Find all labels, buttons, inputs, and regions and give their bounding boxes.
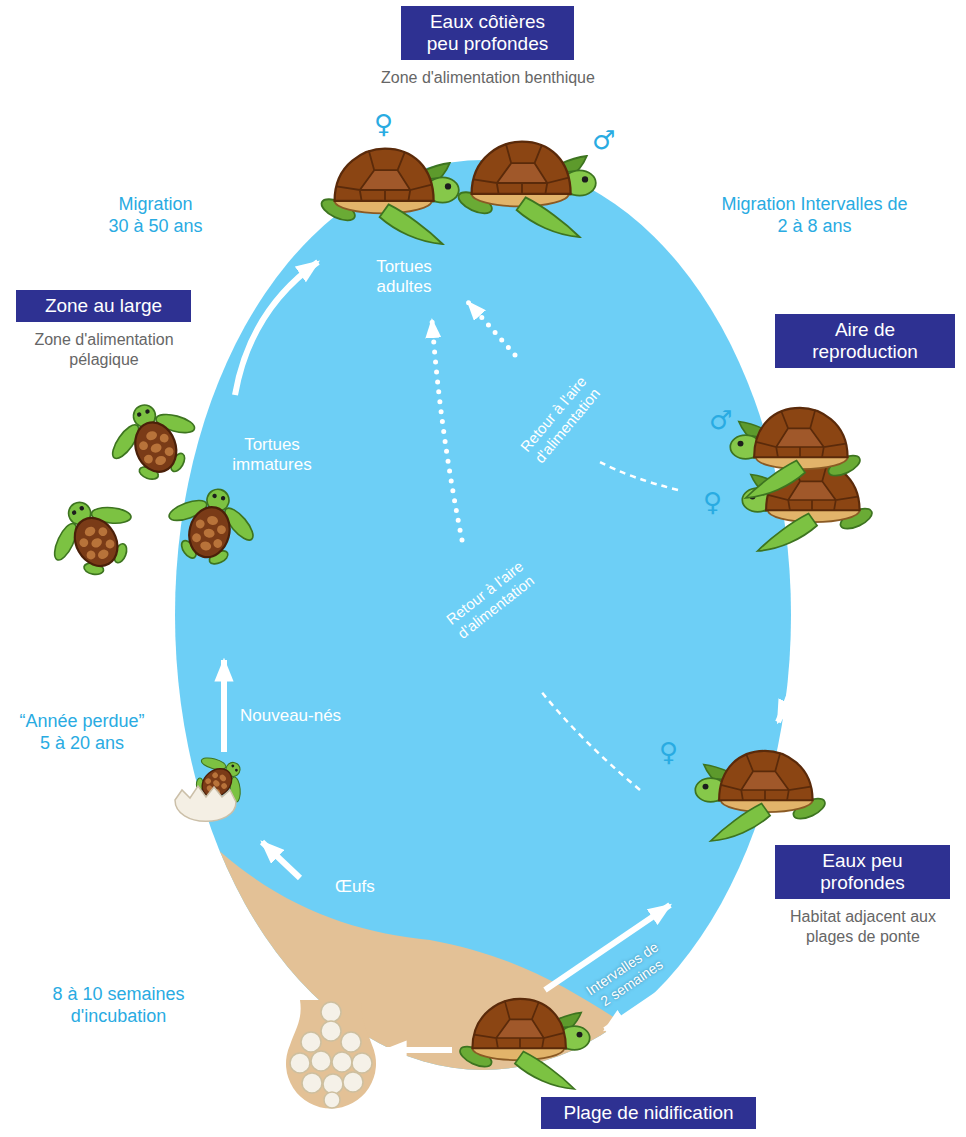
egg-cluster [290, 1053, 310, 1073]
habitat-box: Plage de nidification [541, 1097, 756, 1129]
sex-symbol: ♂ [709, 405, 732, 436]
egg-cluster [321, 1002, 341, 1022]
laying-turtle [457, 999, 590, 1089]
return-dashed-line [600, 462, 678, 490]
cycle-arrow [600, 190, 742, 318]
habitat-title: Eaux peu profondes [819, 850, 906, 894]
cycle-arrow [221, 660, 227, 752]
stage-name: Tortues immatures [231, 435, 313, 476]
sex-symbol: ♂ [592, 125, 615, 156]
mating-turtle [730, 408, 863, 498]
sex-symbol: ♀ [374, 109, 393, 140]
broken-egg-shell [175, 786, 236, 821]
cycle-arrow [778, 565, 815, 722]
egg-cluster [301, 1032, 321, 1052]
habitat-box: Eaux peu profondesHabitat adjacent aux p… [775, 845, 950, 899]
habitat-box: Aire de reproduction [775, 314, 955, 368]
immature-turtle [33, 480, 153, 593]
habitat-title: Plage de nidification [553, 1102, 744, 1124]
return-dashed-line [432, 302, 678, 790]
adult-turtle [318, 149, 458, 244]
egg-cluster [302, 1073, 322, 1093]
cycle-arrow [262, 842, 300, 878]
immature-turtle [97, 390, 212, 494]
habitat-title: Eaux côtières peu profondes [426, 11, 550, 55]
egg-cluster [324, 1092, 340, 1108]
stage-duration: “Année perdue” 5 à 20 ans [18, 711, 146, 754]
nesting-female-turtle [695, 751, 828, 841]
egg-cluster [321, 1021, 341, 1041]
stage-name: Tortues adultes [375, 257, 433, 298]
egg-pit [286, 1000, 376, 1109]
habitat-subtitle: Zone d'alimentation benthique [381, 68, 595, 88]
sex-symbol: ♀ [659, 737, 678, 768]
habitat-box: Eaux côtières peu profondesZone d'alimen… [401, 6, 574, 60]
cycle-arrow [385, 1047, 452, 1053]
return-dashed-line [540, 690, 640, 790]
beach-sand [140, 760, 900, 1110]
cycle-arrow [235, 262, 318, 395]
habitat-subtitle: Habitat adjacent aux plages de ponte [789, 907, 937, 947]
stage-duration: 8 à 10 semaines d'incubation [51, 984, 186, 1027]
mating-turtle [742, 461, 875, 551]
return-dashed-line [432, 320, 462, 540]
habitat-title: Aire de reproduction [798, 319, 933, 363]
cycle-arrow [224, 190, 815, 1050]
adult-turtle [455, 142, 595, 237]
egg-cluster [343, 1072, 363, 1092]
egg-cluster [311, 1051, 331, 1071]
stage-duration: Migration 30 à 50 ans [107, 194, 204, 237]
habitat-subtitle: Zone d'alimentation pélagique [33, 330, 175, 370]
egg-cluster [352, 1053, 372, 1073]
egg-cluster [341, 1032, 361, 1052]
habitat-title: Zone au large [28, 295, 179, 317]
egg-cluster [323, 1074, 343, 1094]
sex-symbol: ♀ [703, 487, 722, 518]
habitat-box: Zone au largeZone d'alimentation pélagiq… [16, 290, 191, 322]
immature-turtle [156, 477, 267, 575]
egg-cluster [332, 1052, 352, 1072]
stage-name: Œufs [335, 877, 375, 897]
return-dashed-line [468, 302, 515, 355]
stage-duration: Migration Intervalles de 2 à 8 ans [720, 194, 909, 237]
stage-name: Nouveau-nés [240, 706, 341, 726]
egg-cluster [290, 1002, 372, 1108]
